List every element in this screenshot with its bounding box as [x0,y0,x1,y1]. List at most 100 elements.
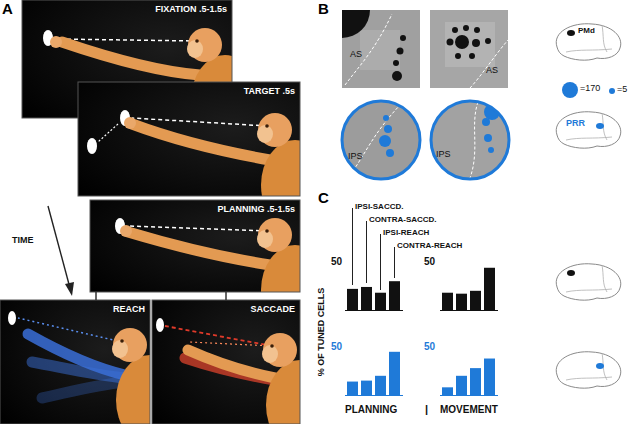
drawing-path [470,102,478,178]
drawing-ellipse [567,30,575,36]
branch-connector [96,292,97,300]
drawing-ellipse [567,270,575,276]
drawing-line [394,247,395,278]
drawing-rect [90,200,300,292]
bar-charts [345,268,498,396]
drawing-line [132,118,267,126]
pmd-recording-map-2 [430,10,508,88]
drawing-circle [384,125,392,133]
brain-icon-prr-small [556,352,621,388]
bar [375,376,386,395]
drawing-path [42,382,125,398]
stage-label: FIXATION .5-1.5s [155,4,227,14]
drawing-line [366,221,367,283]
axis-title: % OF TUNED CELLS [317,288,327,377]
size-legend-text: =5 [617,85,627,95]
drawing-circle [400,35,406,41]
baseline [440,310,498,311]
drawing-rect [152,300,300,424]
drawing-circle [392,71,402,81]
pmd-recording-map-1 [342,10,420,88]
drawing-circle [609,88,615,94]
drawing-circle [472,39,480,47]
panel-letter: A [2,1,13,18]
sulcus-label: IPS [436,150,451,160]
bar [442,293,453,310]
bar [484,268,495,310]
drawing-line [165,326,272,346]
bar [361,381,372,395]
panel-letter: B [318,1,329,18]
drawing-circle [397,48,404,55]
drawing-path [65,282,74,296]
drawing-path [132,124,270,160]
drawing-circle [386,149,394,157]
axis-tick: 50 [331,341,342,352]
baseline [345,310,403,311]
drawing-path [188,350,275,378]
drawing-circle [393,60,399,66]
drawing-use [262,333,300,424]
bar [361,287,372,310]
drawing-circle [455,53,461,59]
brain-icon-prr [556,112,621,148]
brain-icon-pmd-small [556,264,621,300]
drawing-ellipse [156,318,164,332]
axis-tick: 50 [424,341,435,352]
drawing-circle [431,101,509,179]
baseline [345,395,403,396]
bar [442,387,453,395]
drawing-use [257,113,300,196]
reach-scene [0,300,150,424]
size-legend-text: =170 [580,84,600,94]
condition-label: CONTRA-SACCD. [369,216,437,225]
drawing-circle [383,115,389,121]
bar [375,293,386,310]
baseline [440,395,498,396]
branch-connector [226,292,227,300]
drawing-line [380,234,381,290]
drawing-path [32,362,125,378]
sulcus-label: AS [486,66,498,76]
drawing-use [556,112,621,148]
drawing-ellipse [596,123,604,129]
drawing-path [128,232,270,265]
condition-label: IPSI-REACH [383,229,429,238]
drawing-circle [120,225,132,237]
epoch-label: PLANNING [345,404,397,415]
drawing-use [112,328,150,424]
drawing-circle [463,25,469,31]
drawing-circle [474,27,480,33]
drawing-circle [484,134,492,142]
connector-line [95,292,97,300]
scene-frame: SACCADE [152,300,300,424]
drawing-line [128,226,267,231]
drawing-rect [429,99,513,183]
drawing-path [470,40,508,88]
bar [389,352,400,395]
bar [484,359,495,395]
sulcus-label: IPS [348,152,363,162]
drawing-rect [340,99,424,183]
drawing-circle [50,36,62,48]
time-label: TIME [12,236,34,246]
prr-recording-map-1 [340,99,424,183]
epoch-label: MOVEMENT [440,404,498,415]
stage-label: PLANNING .5-1.5s [217,204,295,214]
drawing-circle [455,35,469,49]
target-scene [78,82,300,196]
area-label: PRR [566,119,585,129]
drawing-use [556,24,621,60]
axis-tick: 50 [331,256,342,267]
drawing-rect [342,10,420,88]
size-legend-dots [562,82,615,98]
drawing-path [345,14,392,85]
drawing-use [257,218,300,292]
drawing-line [98,124,118,142]
drawing-line [352,208,353,285]
scene-frame: PLANNING .5-1.5s [90,200,300,292]
bar [470,368,481,395]
condition-label: IPSI-SACCD. [355,203,403,212]
scene-frame: FIXATION .5-1.5s [22,0,232,118]
separator: | [425,403,428,415]
